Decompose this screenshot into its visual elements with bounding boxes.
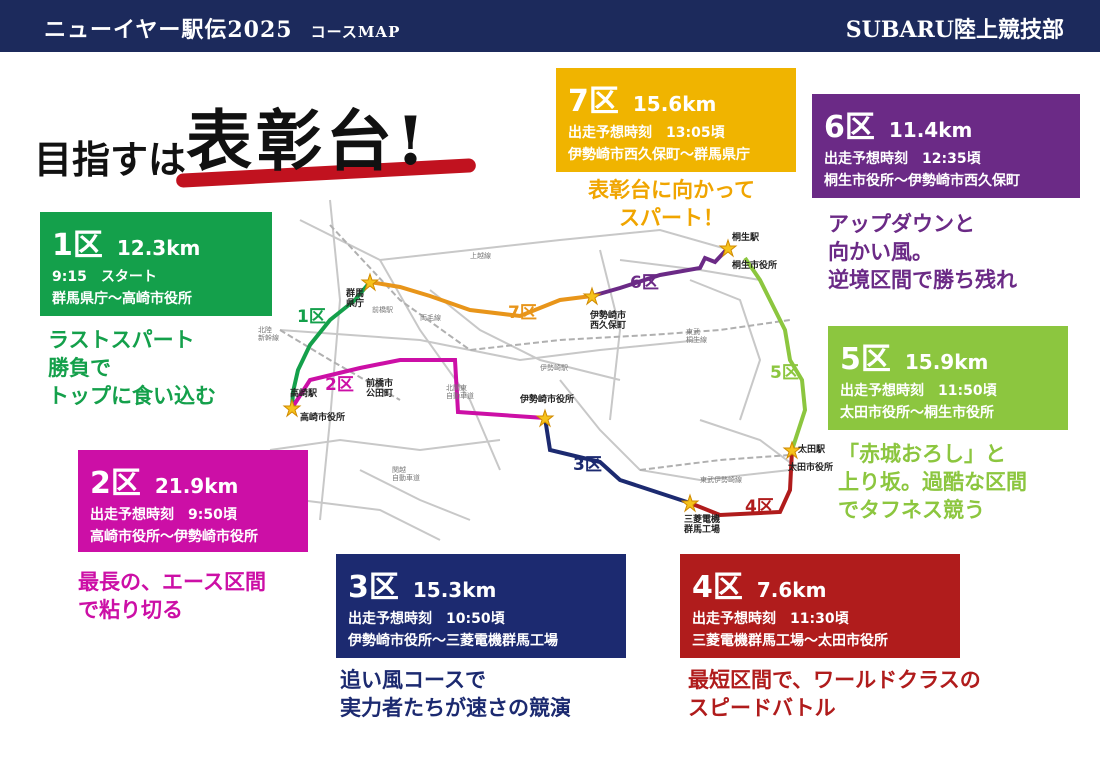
minor-labels: 前橋駅 伊勢崎駅 上越線 両毛線 北陸新幹線 北関東自動車道 関越自動車道 東武… (258, 251, 742, 484)
map-line-joetsu: 上越線 (470, 251, 491, 260)
route-section-7 (369, 280, 593, 319)
section-5-box: 5区 15.9km 出走予想時刻 11:50頃 太田市役所〜桐生市役所 (828, 326, 1068, 430)
map-label-section-6: 6区 (630, 273, 659, 293)
map-place-takasaki-city: 高崎市役所 (300, 411, 345, 423)
map-label-section-3: 3区 (573, 455, 602, 475)
section-6-label: 6区 (824, 110, 875, 145)
background-roads (269, 199, 801, 541)
map-place-kiryu-st: 桐生駅 (732, 231, 760, 243)
section-6-distance: 11.4km (888, 118, 973, 142)
slogan: 目指すは表彰台! (34, 88, 429, 184)
section-5-distance: 15.9km (904, 350, 989, 374)
map-line-tobu-kiryu: 東武桐生線 (686, 327, 707, 344)
section-4-tagline: 最短区間で、ワールドクラスの スピードバトル (688, 668, 981, 720)
section-3-label: 3区 (348, 570, 399, 605)
map-label-section-5: 5区 (770, 363, 799, 383)
section-4-box: 4区 7.6km 出走予想時刻 11:30頃 三菱電機群馬工場〜太田市役所 (680, 554, 960, 658)
section-6-box: 6区 11.4km 出走予想時刻 12:35頃 桐生市役所〜伊勢崎市西久保町 (812, 94, 1080, 198)
relay-star-kiryu (718, 238, 738, 258)
section-3-route: 伊勢崎市役所〜三菱電機群馬工場 (348, 633, 558, 649)
map-place-kiryu-city: 桐生市役所 (732, 259, 777, 271)
route-section-3 (543, 417, 691, 505)
map-place-maebashi-st: 前橋駅 (372, 305, 393, 314)
section-7-tagline: 表彰台に向かって スパート！ (588, 178, 755, 230)
page-title: ニューイヤー駅伝2025 コースMAP (44, 12, 400, 44)
section-7-label: 7区 (568, 84, 619, 119)
section-1-box: 1区 12.3km 9:15 スタート 群馬県庁〜高崎市役所 (40, 212, 272, 316)
section-6-route: 桐生市役所〜伊勢崎市西久保町 (824, 173, 1020, 189)
section-2-start-time: 出走予想時刻 9:50頃 (90, 507, 237, 523)
map-place-ota-city: 太田市役所 (787, 461, 833, 473)
map-line-tobu: 東武伊勢崎線 (700, 475, 742, 484)
map-line-kitakanto: 北関東自動車道 (446, 383, 474, 400)
section-6-tagline: アップダウンと 向かい風。 逆境区間で勝ち残れ (828, 212, 1017, 292)
map-place-isesaki-city: 伊勢崎市役所 (519, 393, 574, 405)
section-3-box: 3区 15.3km 出走予想時刻 10:50頃 伊勢崎市役所〜三菱電機群馬工場 (336, 554, 626, 658)
map-label-section-2: 2区 (325, 375, 354, 395)
slogan-main: 表彰台! (186, 102, 429, 180)
map-label-section-4: 4区 (745, 497, 774, 517)
section-4-label: 4区 (692, 570, 743, 605)
section-3-tagline: 追い風コースで 実力者たちが速さの競演 (340, 668, 571, 720)
map-line-kanetsu: 関越自動車道 (392, 465, 420, 482)
relay-star-isesaki (535, 408, 555, 428)
section-1-start-time: 9:15 スタート (52, 269, 157, 285)
map-place-nishikubo: 伊勢崎市西久保町 (589, 309, 626, 331)
event-title: ニューイヤー駅伝2025 (44, 17, 293, 43)
map-label-section-1: 1区 (297, 307, 326, 327)
team-name: SUBARU陸上競技部 (845, 17, 1064, 43)
section-7-route: 伊勢崎市西久保町〜群馬県庁 (568, 147, 750, 163)
section-2-label: 2区 (90, 466, 141, 501)
map-place-mitsubishi: 三菱電機群馬工場 (683, 513, 720, 535)
relay-points (282, 238, 802, 513)
relay-star-takasaki (282, 398, 302, 418)
section-2-box: 2区 21.9km 出走予想時刻 9:50頃 高崎市役所〜伊勢崎市役所 (78, 450, 308, 552)
section-4-distance: 7.6km (756, 578, 827, 602)
map-place-isesaki-st: 伊勢崎駅 (540, 363, 568, 372)
section-2-route: 高崎市役所〜伊勢崎市役所 (90, 529, 258, 545)
map-line-ryomo: 両毛線 (420, 313, 441, 322)
relay-star-gunma (360, 272, 380, 292)
section-1-tagline: ラストスパート 勝負で トップに食い込む (48, 328, 216, 408)
map-label-section-7: 7区 (508, 303, 537, 323)
map-place-gunma-pref: 群馬県庁 (345, 287, 364, 309)
section-1-distance: 12.3km (116, 236, 201, 260)
route-section-2 (290, 358, 546, 420)
map-place-maebashi-city: 前橋市公田町 (366, 377, 393, 399)
section-4-route: 三菱電機群馬工場〜太田市役所 (692, 633, 888, 649)
relay-star-ota (782, 440, 802, 460)
place-labels: 群馬県庁 前橋市公田町 高崎駅 高崎市役所 伊勢崎市役所 三菱電機群馬工場 太田… (290, 231, 833, 535)
route-section-1 (290, 280, 372, 409)
section-7-distance: 15.6km (632, 92, 717, 116)
event-subtitle: コースMAP (310, 23, 401, 41)
section-1-route: 群馬県庁〜高崎市役所 (52, 291, 192, 307)
section-7-box: 7区 15.6km 出走予想時刻 13:05頃 伊勢崎市西久保町〜群馬県庁 (556, 68, 796, 172)
section-5-label: 5区 (840, 342, 891, 377)
route-section-labels: 1区 2区 3区 4区 5区 6区 7区 (297, 273, 799, 517)
header-bar: ニューイヤー駅伝2025 コースMAP SUBARU陸上競技部 (0, 0, 1100, 52)
slogan-prefix: 目指すは (34, 137, 187, 182)
section-5-start-time: 出走予想時刻 11:50頃 (840, 383, 997, 399)
section-3-start-time: 出走予想時刻 10:50頃 (348, 611, 505, 627)
section-6-start-time: 出走予想時刻 12:35頃 (824, 151, 981, 167)
section-7-start-time: 出走予想時刻 13:05頃 (568, 125, 725, 141)
section-5-route: 太田市役所〜桐生市役所 (840, 405, 994, 421)
section-2-distance: 21.9km (154, 474, 239, 498)
section-2-tagline: 最長の、エース区間 で粘り切る (78, 570, 266, 622)
section-4-start-time: 出走予想時刻 11:30頃 (692, 611, 849, 627)
relay-star-nishikubo (582, 286, 602, 306)
relay-star-mitsubishi (680, 493, 700, 513)
section-5-tagline: 「赤城おろし」と 上り坂。過酷な区間 でタフネス競う (838, 442, 1027, 522)
route-section-5 (743, 256, 808, 451)
map-place-ota-st: 太田駅 (797, 443, 826, 455)
section-1-label: 1区 (52, 228, 103, 263)
route-section-4 (689, 449, 794, 518)
map-line-hokuriku: 北陸新幹線 (258, 325, 279, 342)
section-3-distance: 15.3km (412, 578, 497, 602)
map-place-takasaki-st: 高崎駅 (290, 387, 318, 399)
railway-lines (279, 224, 791, 471)
route-section-6 (591, 246, 730, 298)
